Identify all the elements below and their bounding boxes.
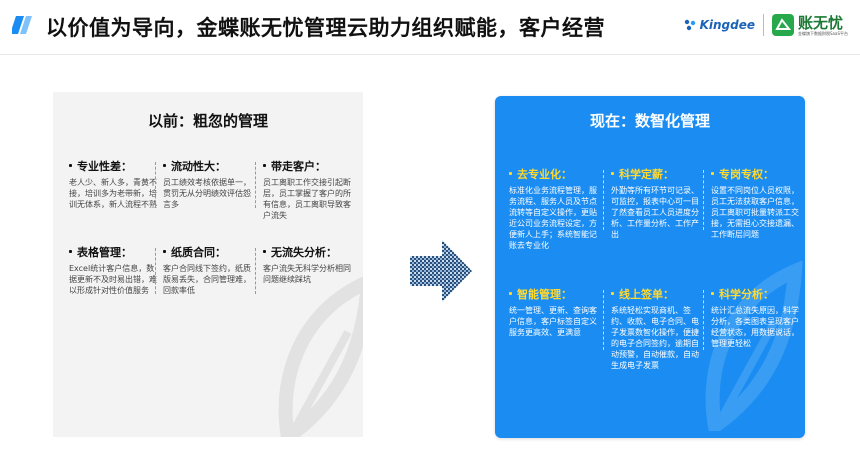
after-item-scientific-pay: 科学定薪： 外勤等所有环节可记录、可监控，报表中心可一目了然查看员工人员进度分析… bbox=[611, 166, 701, 240]
after-item-heading: 去专业化： bbox=[509, 166, 599, 182]
before-item-desc: Excel统计客户信息，数据更新不及时易出错，难以形成针对性价值服务 bbox=[69, 264, 157, 295]
before-item-take-customers: 带走客户： 员工离职工作交接引起断层，员工掌握了客户的所有信息，员工离职导致客户… bbox=[263, 158, 351, 221]
column-divider bbox=[703, 290, 705, 350]
before-item-desc: 员工绩效考核依据单一，贯罚无从分明绩效评估怨言多 bbox=[163, 178, 251, 209]
brand-separator bbox=[763, 14, 765, 36]
column-divider bbox=[255, 162, 257, 208]
leaf-watermark-icon bbox=[278, 276, 363, 437]
kingdee-logo: Kingdee bbox=[683, 18, 755, 32]
after-item-deprofessionalize: 去专业化： 标准化业务流程管理，服务流程、服务人员及节点流转等自定义操作，更贴近… bbox=[509, 166, 599, 251]
after-item-desc: 设置不同岗位人员权限，员工无法获取客户信息，员工离职可批量转派工交接，无需担心交… bbox=[711, 186, 799, 239]
after-item-desc: 统计汇总流失原因，科学分析，各类图表呈现客户经营状态，用数据说话，管理更轻松 bbox=[711, 306, 799, 348]
zwy-subtext: 金蝶旗下数据财税SaaS平台 bbox=[798, 30, 848, 36]
after-item-heading: 科学定薪： bbox=[611, 166, 701, 182]
after-item-scientific-analysis: 科学分析： 统计汇总流失原因，科学分析，各类图表呈现客户经营状态，用数据说话，管… bbox=[711, 286, 801, 349]
before-item-desc: 客户合同线下签约，纸质版易丢失，合同管理难，回款率低 bbox=[163, 264, 251, 295]
before-item-paper-contract: 纸质合同： 客户合同线下签约，纸质版易丢失，合同管理难，回款率低 bbox=[163, 244, 251, 296]
header-bar: 以价值为导向，金蝶账无忧管理云助力组织赋能，客户经营 Kingdee 账无忧 金… bbox=[0, 0, 860, 52]
before-item-heading: 专业性差： bbox=[69, 158, 157, 174]
after-item-heading: 智能管理： bbox=[509, 286, 599, 302]
after-item-desc: 统一管理、更新、查询客户信息，客户标签自定义服务更高效、更满意 bbox=[509, 306, 597, 337]
before-item-heading: 无流失分析： bbox=[263, 244, 351, 260]
after-panel: 现在：数智化管理 去专业化： 标准化业务流程管理，服务流程、服务人员及节点流转等… bbox=[495, 96, 805, 438]
after-item-heading: 科学分析： bbox=[711, 286, 801, 302]
page-title: 以价值为导向，金蝶账无忧管理云助力组织赋能，客户经营 bbox=[46, 16, 605, 40]
kingdee-mark-icon bbox=[684, 19, 695, 31]
zwy-logo: 账无忧 金蝶旗下数据财税SaaS平台 bbox=[772, 14, 848, 36]
before-item-desc: 老人少、新人多，青黄不接，培训多为老带新，培训无体系，新人流程不熟 bbox=[69, 178, 157, 209]
after-item-desc: 系统轻松实现商机、签约、收款、电子合同、电子发票数智化操作，便捷的电子合同签约，… bbox=[611, 306, 699, 370]
before-item-heading: 流动性大： bbox=[163, 158, 251, 174]
after-panel-title: 现在：数智化管理 bbox=[589, 112, 710, 130]
transition-arrow-icon bbox=[410, 240, 472, 302]
before-item-no-churn-analysis: 无流失分析： 客户流失无科学分析相同问题继续踩坑 bbox=[263, 244, 351, 285]
column-divider bbox=[155, 162, 157, 208]
before-panel: 以前：粗忽的管理 专业性差： 老人少、新人多，青黄不接，培训多为老带新，培训无体… bbox=[53, 92, 363, 437]
before-item-heading: 纸质合同： bbox=[163, 244, 251, 260]
leaf-watermark-icon bbox=[705, 261, 803, 431]
before-item-desc: 客户流失无科学分析相同问题继续踩坑 bbox=[263, 264, 351, 284]
after-item-heading: 专岗专权： bbox=[711, 166, 801, 182]
title-accent-icon bbox=[12, 16, 32, 34]
after-item-role-permissions: 专岗专权： 设置不同岗位人员权限，员工无法获取客户信息，员工离职可批量转派工交接… bbox=[711, 166, 801, 240]
header-divider bbox=[0, 54, 860, 55]
column-divider bbox=[603, 290, 605, 350]
after-item-desc: 标准化业务流程管理，服务流程、服务人员及节点流转等自定义操作，更贴近公司业务流程… bbox=[509, 186, 597, 250]
kingdee-text: Kingdee bbox=[699, 18, 756, 32]
after-item-heading: 线上签单： bbox=[611, 286, 701, 302]
column-divider bbox=[155, 248, 157, 294]
zwy-mark-icon bbox=[772, 14, 795, 36]
before-item-professional: 专业性差： 老人少、新人多，青黄不接，培训多为老带新，培训无体系，新人流程不熟 bbox=[69, 158, 157, 210]
brand-logos: Kingdee 账无忧 金蝶旗下数据财税SaaS平台 bbox=[683, 10, 848, 40]
before-item-heading: 带走客户： bbox=[263, 158, 351, 174]
column-divider bbox=[255, 248, 257, 294]
column-divider bbox=[603, 170, 605, 230]
before-item-turnover: 流动性大： 员工绩效考核依据单一，贯罚无从分明绩效评估怨言多 bbox=[163, 158, 251, 210]
before-item-desc: 员工离职工作交接引起断层，员工掌握了客户的所有信息，员工离职导致客户流失 bbox=[263, 178, 351, 220]
after-item-desc: 外勤等所有环节可记录、可监控，报表中心可一目了然查看员工人员进度分析、工作量分析… bbox=[611, 186, 699, 239]
column-divider bbox=[703, 170, 705, 230]
before-panel-title: 以前：粗忽的管理 bbox=[147, 112, 268, 130]
after-item-smart-management: 智能管理： 统一管理、更新、查询客户信息，客户标签自定义服务更高效、更满意 bbox=[509, 286, 599, 338]
before-item-spreadsheet: 表格管理： Excel统计客户信息，数据更新不及时易出错，难以形成针对性价值服务 bbox=[69, 244, 157, 296]
before-item-heading: 表格管理： bbox=[69, 244, 157, 260]
zwy-text: 账无忧 bbox=[798, 13, 844, 32]
after-item-online-signing: 线上签单： 系统轻松实现商机、签约、收款、电子合同、电子发票数智化操作，便捷的电… bbox=[611, 286, 701, 371]
